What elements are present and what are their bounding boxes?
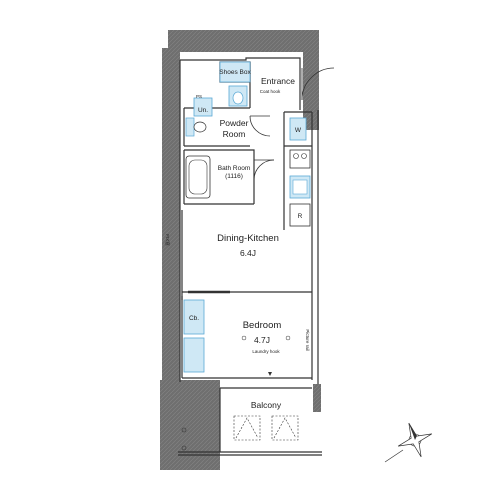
powder-room-label-2: Room (223, 129, 246, 139)
bedroom-label: Bedroom (243, 320, 282, 331)
refrigerator-label: R (298, 213, 303, 220)
shoes-box (219, 61, 251, 83)
exterior-walls (160, 30, 321, 470)
ps-label: PS (196, 94, 202, 99)
room-labels: Shoes Box Entrance Coat hook PS Un. Powd… (165, 69, 310, 410)
bath-size-label: (1116) (225, 173, 243, 180)
powder-room-label-1: Powder (220, 118, 249, 128)
doors (188, 67, 335, 294)
dining-kitchen-label: Dining-Kitchen (217, 233, 279, 244)
fixtures (181, 61, 311, 451)
toilet (185, 117, 195, 137)
balcony-label: Balcony (251, 400, 282, 410)
shoes-box-label: Shoes Box (219, 69, 251, 76)
fix-window-label: FIX窓 (165, 234, 171, 246)
bedroom-size: 4.7J (254, 335, 270, 345)
closet-label: Cb. (189, 315, 199, 322)
entrance-label: Entrance (261, 76, 295, 86)
laundry-hook-label: Laundry hook (252, 349, 280, 354)
picture-rail-label: Picture rail (305, 329, 310, 350)
dining-kitchen-size: 6.4J (240, 248, 256, 258)
coat-hook-label: Coat hook (260, 89, 281, 94)
bath-room-label: Bath Room (218, 165, 251, 172)
washer-label: W (295, 127, 302, 134)
bathtub (185, 155, 211, 199)
cooktop (289, 149, 311, 169)
un-label: Un. (198, 107, 208, 114)
compass-rose-icon (384, 422, 433, 463)
